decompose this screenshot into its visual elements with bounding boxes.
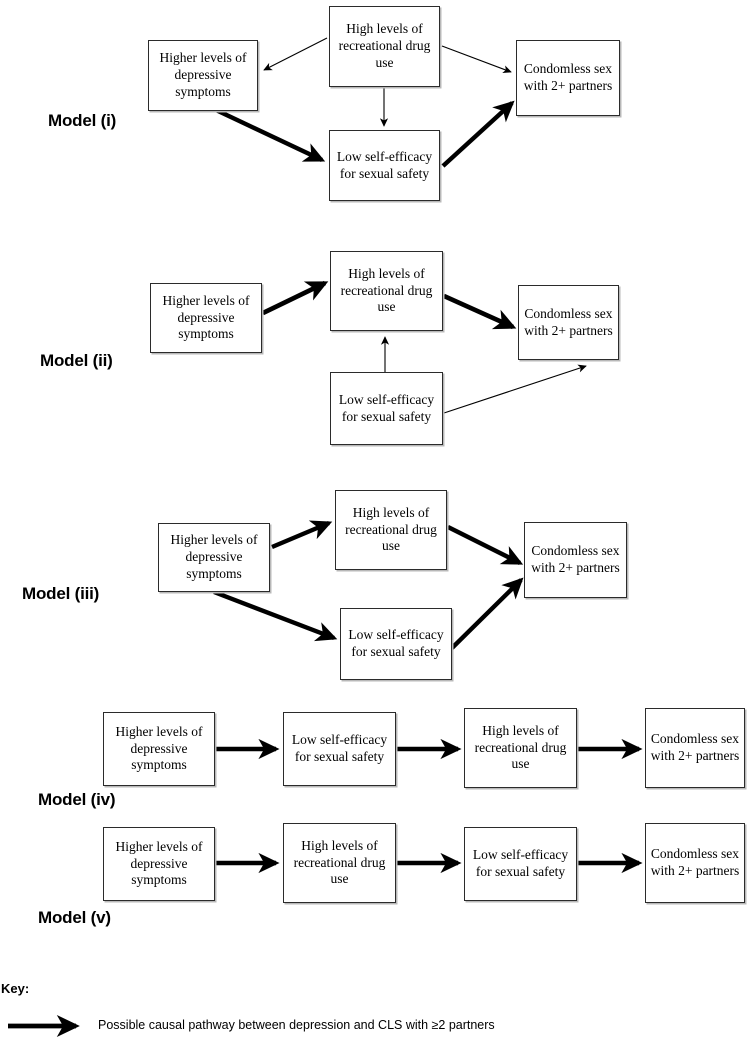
model-label-i: Model (i) [48, 111, 117, 130]
node-condomless-sex: Condomless sex with 2+ partners [524, 522, 627, 598]
node-label: High levels of recreational drug use [474, 722, 567, 772]
edge-drug-to-cls [441, 45, 512, 74]
edge-drug-to-dep [263, 37, 328, 71]
model-label-iii: Model (iii) [22, 584, 100, 603]
node-low-self-efficacy: Low self-efficacy for sexual safety [340, 608, 452, 680]
edge-self-to-cls [450, 577, 524, 650]
node-label: Higher levels of depressive symptoms [162, 292, 250, 342]
node-label: Low self-efficacy for sexual safety [291, 732, 388, 764]
node-recreational-drug-use: High levels of recreational drug use [335, 490, 447, 570]
edge-dep-to-self [213, 589, 338, 642]
node-depressive-symptoms: Higher levels of depressive symptoms [103, 827, 215, 901]
node-low-self-efficacy: Low self-efficacy for sexual safety [329, 130, 440, 201]
edge-dep-to-self [215, 108, 326, 162]
node-label: Higher levels of depressive symptoms [159, 50, 247, 99]
edge-self-to-cls [441, 100, 515, 168]
edge-dep-to-drug [261, 280, 329, 316]
node-low-self-efficacy: Low self-efficacy for sexual safety [283, 712, 396, 786]
node-label: Condomless sex with 2+ partners [523, 61, 613, 93]
node-recreational-drug-use: High levels of recreational drug use [329, 6, 440, 87]
node-label: High levels of recreational drug use [338, 21, 431, 70]
node-label: Condomless sex with 2+ partners [650, 846, 740, 878]
node-depressive-symptoms: Higher levels of depressive symptoms [103, 712, 215, 786]
node-label: High levels of recreational drug use [345, 504, 437, 554]
node-recreational-drug-use: High levels of recreational drug use [283, 823, 396, 903]
node-condomless-sex: Condomless sex with 2+ partners [516, 40, 620, 116]
edge-drug-to-cls [447, 525, 524, 565]
model-label-ii: Model (ii) [40, 351, 113, 370]
node-low-self-efficacy: Low self-efficacy for sexual safety [464, 827, 577, 901]
key-title: Key: [1, 981, 30, 996]
edge-drug-to-cls [443, 293, 517, 330]
node-label: Condomless sex with 2+ partners [531, 543, 620, 575]
node-label: High levels of recreational drug use [293, 837, 386, 887]
node-condomless-sex: Condomless sex with 2+ partners [518, 285, 619, 360]
edge-dep-to-drug [271, 520, 333, 550]
node-depressive-symptoms: Higher levels of depressive symptoms [150, 283, 262, 353]
node-depressive-symptoms: Higher levels of depressive symptoms [148, 40, 258, 111]
edge-self-to-cls [443, 364, 587, 414]
node-label: Higher levels of depressive symptoms [115, 838, 203, 888]
node-label: Higher levels of depressive symptoms [170, 532, 258, 581]
node-label: Condomless sex with 2+ partners [524, 305, 613, 338]
node-condomless-sex: Condomless sex with 2+ partners [645, 823, 745, 903]
node-label: Low self-efficacy for sexual safety [336, 148, 433, 181]
key-entry-text: Possible causal pathway between depressi… [98, 1018, 495, 1032]
node-label: Low self-efficacy for sexual safety [348, 627, 444, 659]
node-label: Low self-efficacy for sexual safety [338, 391, 435, 424]
node-label: Low self-efficacy for sexual safety [472, 847, 569, 879]
model-label-iv: Model (iv) [38, 790, 116, 809]
node-recreational-drug-use: High levels of recreational drug use [330, 251, 443, 331]
node-depressive-symptoms: Higher levels of depressive symptoms [158, 523, 270, 592]
node-condomless-sex: Condomless sex with 2+ partners [645, 708, 745, 788]
node-low-self-efficacy: Low self-efficacy for sexual safety [330, 372, 443, 445]
model-label-v: Model (v) [38, 908, 111, 927]
node-label: Higher levels of depressive symptoms [115, 723, 203, 773]
node-label: Condomless sex with 2+ partners [650, 731, 740, 763]
node-label: High levels of recreational drug use [340, 265, 433, 315]
node-recreational-drug-use: High levels of recreational drug use [464, 708, 577, 788]
